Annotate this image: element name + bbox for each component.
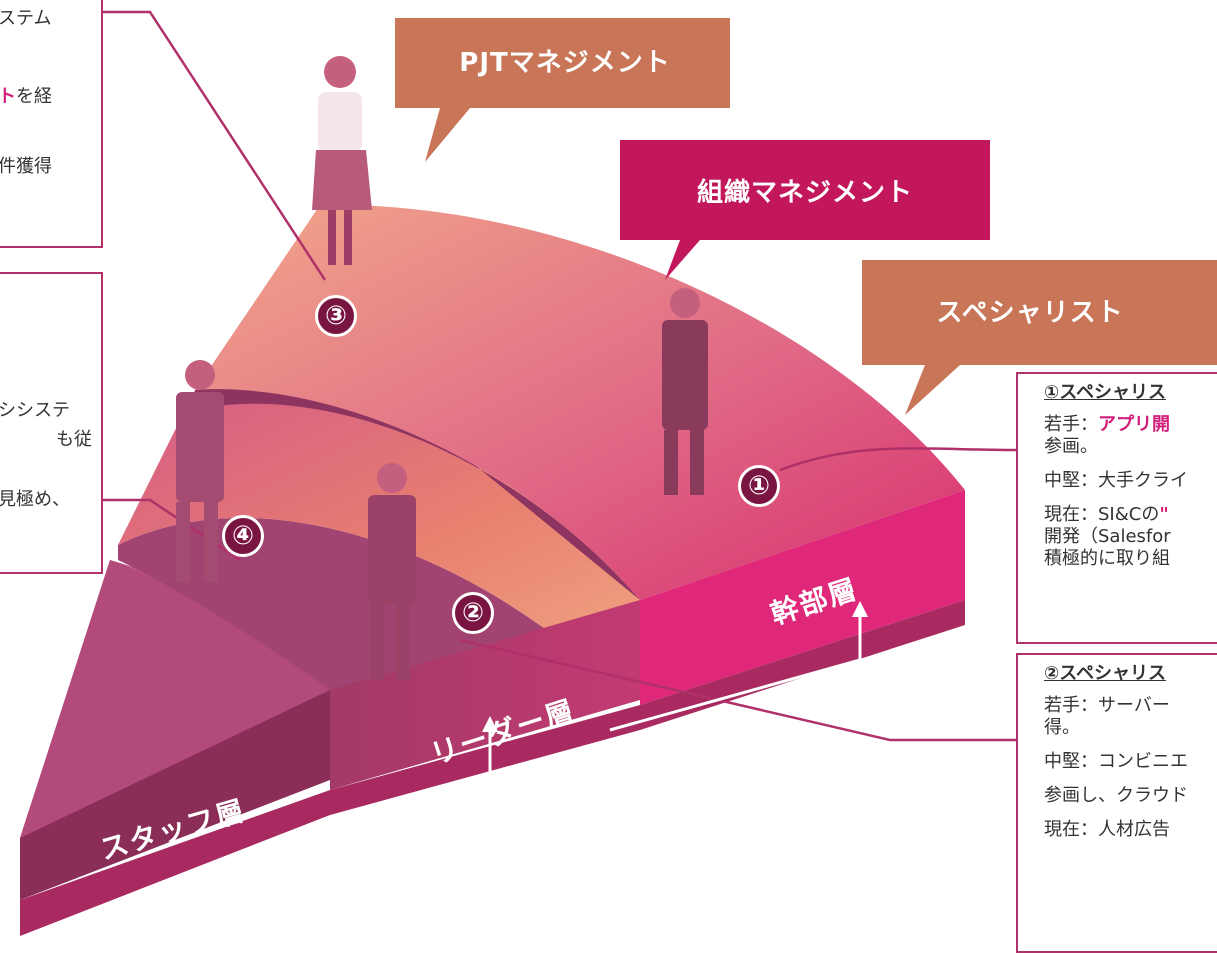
description-panel-top-left: ステム トを経 件獲得 xyxy=(0,0,103,248)
connector-1 xyxy=(779,447,1017,472)
person-woman-figure xyxy=(312,56,372,265)
panel-r2-l4: 参画し、クラウド xyxy=(1044,785,1188,806)
bubble-org-shape xyxy=(620,140,990,280)
connector-2 xyxy=(459,638,1016,742)
leader-step-riser xyxy=(118,517,560,690)
panel-r1-l6: 積極的に取り組 xyxy=(1044,548,1170,569)
marker-1: ① xyxy=(738,465,780,507)
panel-ml-line-2: も従 xyxy=(56,429,92,450)
panel-r1-l2: 参画。 xyxy=(1044,436,1098,457)
marker-2: ② xyxy=(452,592,494,634)
description-panel-mid-left: シシステ も従 見極め、 xyxy=(0,272,103,574)
person-manager-figure xyxy=(662,288,708,495)
panel-tl-line-2-highlight: ト xyxy=(0,86,16,107)
staff-step-front xyxy=(20,690,330,900)
panel-r1-l4a: 現在：SI&Cの xyxy=(1044,504,1160,525)
executive-step-front xyxy=(640,490,965,705)
panel-ml-line-3: 見極め、 xyxy=(0,489,70,510)
panel-r2-l5: 現在：人材広告 xyxy=(1044,819,1170,840)
panel-r1-l1-highlight: アプリ開 xyxy=(1098,414,1170,435)
marker-3: ③ xyxy=(315,295,357,337)
bubble-org-management: 組織マネジメント xyxy=(696,178,913,208)
connector-3 xyxy=(103,10,327,281)
description-panel-specialist-1: ①スペシャリス 若手：アプリ開 参画。 中堅：大手クライ 現在：SI&Cの" 開… xyxy=(1016,372,1217,644)
leader-step-front xyxy=(330,600,640,790)
panel-r1-l3: 中堅：大手クライ xyxy=(1044,470,1188,491)
panel-r1-l4b: " xyxy=(1159,504,1169,525)
panel-r1-l5: 開発（Salesfor xyxy=(1044,526,1171,547)
panel-tl-line-3: 件獲得 xyxy=(0,156,52,177)
panel-r2-l1: 若手：サーバー xyxy=(1044,695,1170,716)
panel-r2-l2: 得。 xyxy=(1044,717,1080,738)
description-panel-specialist-2: ②スペシャリス 若手：サーバー 得。 中堅：コンビニエ 参画し、クラウド 現在：… xyxy=(1016,653,1217,953)
marker-4: ④ xyxy=(222,515,264,557)
panel-r2-heading: ②スペシャリス xyxy=(1044,663,1166,684)
person-specialist-figure xyxy=(368,463,416,680)
person-leader-figure xyxy=(176,360,224,582)
bubble-pjt-management: PJTマネジメント xyxy=(459,48,671,78)
panel-r1-heading: ①スペシャリス xyxy=(1044,382,1166,403)
bubble-pjt-shape xyxy=(395,18,730,162)
bubble-specialist: スペシャリスト xyxy=(936,298,1124,328)
panel-r1-l1-label: 若手： xyxy=(1044,414,1098,435)
panel-tl-line-1: ステム xyxy=(0,8,52,29)
level-arrows xyxy=(274,615,862,847)
panel-ml-line-1: シシステ xyxy=(0,400,70,421)
panel-tl-line-2: を経 xyxy=(16,86,52,107)
bubble-specialist-shape xyxy=(862,260,1217,415)
panel-r2-l3: 中堅：コンビニエ xyxy=(1044,751,1188,772)
